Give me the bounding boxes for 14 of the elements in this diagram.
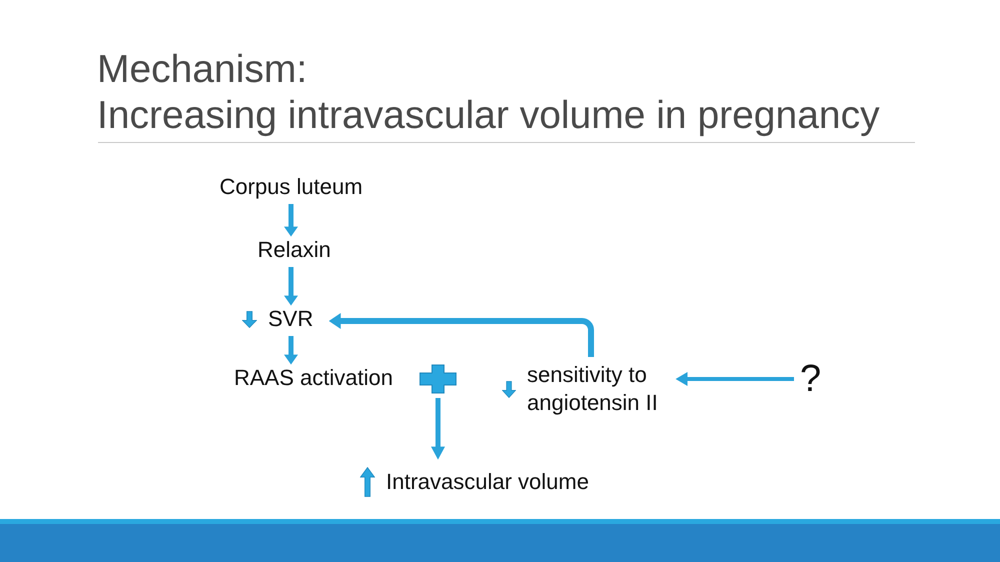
arrow [284, 267, 298, 306]
node-label: sensitivity to angiotensin II [527, 361, 659, 417]
arrow [676, 372, 794, 386]
node-label: RAAS activation [234, 365, 393, 391]
arrow [284, 336, 298, 365]
arrow [328, 313, 594, 357]
arrow [284, 204, 298, 237]
node-label: Relaxin [258, 237, 331, 263]
node-label: ? [800, 357, 822, 402]
node-label: Corpus luteum [220, 174, 363, 200]
node-label: SVR [268, 306, 314, 332]
slide-title: Mechanism: Increasing intravascular volume in pregnancy [97, 47, 880, 139]
arrow [431, 398, 445, 460]
node-label: Intravascular volume [386, 469, 589, 495]
